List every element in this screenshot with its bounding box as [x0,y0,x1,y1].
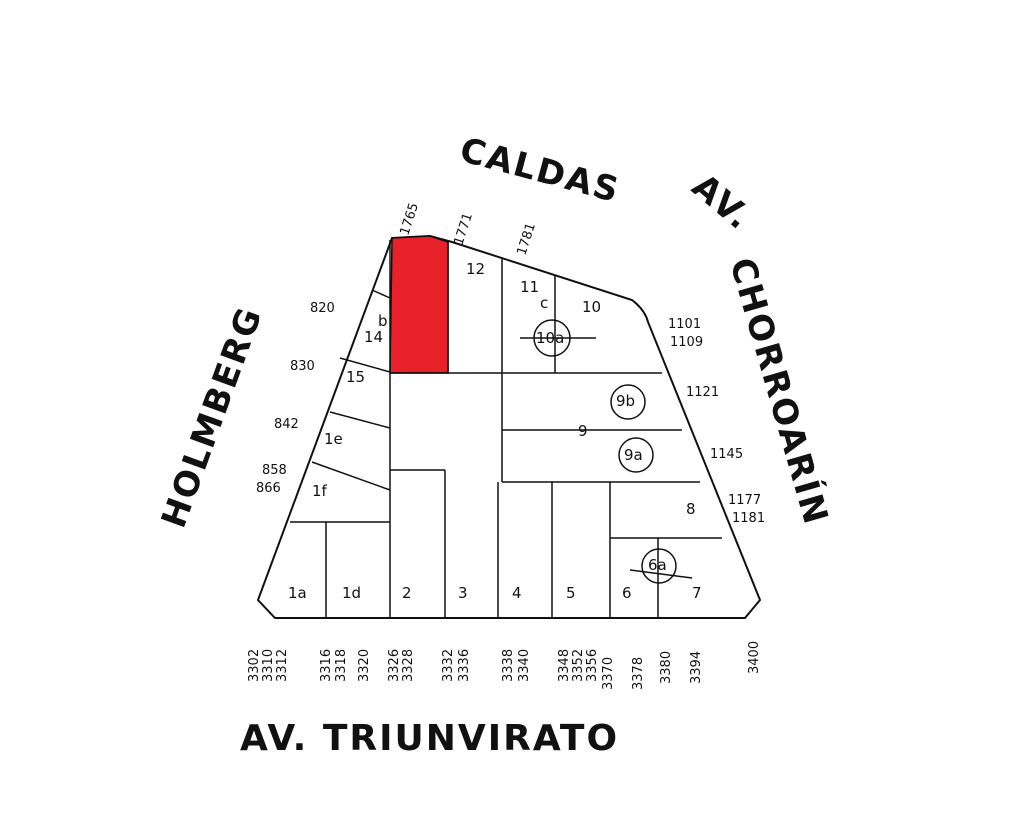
svg-text:3302: 3302 [247,649,262,682]
svg-text:5: 5 [566,584,576,602]
svg-text:3316: 3316 [319,649,334,682]
subdivision-circle-9b [610,384,646,420]
svg-text:11: 11 [520,278,539,296]
svg-text:7: 7 [692,584,702,602]
highlighted-parcel[interactable] [389,235,449,374]
svg-text:b: b [378,312,388,330]
svg-text:8: 8 [686,500,696,518]
svg-text:1109: 1109 [670,335,703,350]
svg-text:858: 858 [262,463,287,478]
subdivision-circle-9a [618,437,654,473]
svg-text:3352: 3352 [571,649,586,682]
street-chorroarin: CHORROARÍN [721,253,837,530]
svg-text:1145: 1145 [710,447,743,462]
svg-text:1177: 1177 [728,493,761,508]
svg-text:3: 3 [458,584,468,602]
street-caldas: CALDAS [456,130,625,211]
subdivision-circle-6a [641,548,677,584]
svg-text:3312: 3312 [275,649,290,682]
svg-text:3320: 3320 [357,649,372,682]
left-address-numbers: 820 830 842 858 866 [256,301,335,496]
svg-text:1781: 1781 [515,221,539,257]
street-av-triunvirato: AV. TRIUNVIRATO [240,718,619,759]
svg-text:3326: 3326 [387,649,402,682]
svg-text:3378: 3378 [631,657,646,690]
svg-text:3394: 3394 [689,651,704,684]
svg-text:2: 2 [402,584,412,602]
svg-text:1771: 1771 [452,211,476,247]
svg-text:10: 10 [582,298,601,316]
svg-text:1181: 1181 [732,511,765,526]
svg-text:820: 820 [310,301,335,316]
svg-text:3328: 3328 [401,649,416,682]
block-outline [256,234,762,619]
svg-text:9b: 9b [616,392,635,410]
svg-text:3336: 3336 [457,649,472,682]
bottom-address-numbers: 3302 3310 3312 3316 3318 3320 3326 3328 … [247,641,762,690]
svg-text:6a: 6a [648,556,667,574]
svg-text:1f: 1f [312,482,328,500]
svg-text:3370: 3370 [601,657,616,690]
svg-text:1101: 1101 [668,317,701,332]
svg-text:1d: 1d [342,584,361,602]
street-holmberg: HOLMBERG [154,301,271,533]
svg-text:6: 6 [622,584,632,602]
svg-text:3380: 3380 [659,651,674,684]
svg-text:1a: 1a [288,584,307,602]
svg-text:14: 14 [364,328,383,346]
svg-text:9a: 9a [624,446,643,464]
svg-text:830: 830 [290,359,315,374]
svg-text:12: 12 [466,260,485,278]
svg-text:15: 15 [346,368,365,386]
svg-text:3348: 3348 [557,649,572,682]
svg-text:3338: 3338 [501,649,516,682]
svg-text:3310: 3310 [261,649,276,682]
svg-text:4: 4 [512,584,522,602]
street-chorroarin-av: AV. [684,166,759,238]
svg-text:3356: 3356 [585,649,600,682]
svg-text:866: 866 [256,481,281,496]
svg-text:c: c [540,294,548,312]
svg-text:3332: 3332 [441,649,456,682]
svg-text:3318: 3318 [334,649,349,682]
right-address-numbers: 1101 1109 1121 1145 1177 1181 [668,317,765,526]
lot-lines [290,240,722,618]
svg-text:3340: 3340 [517,649,532,682]
svg-text:9: 9 [578,422,588,440]
svg-text:1765: 1765 [398,201,422,237]
svg-text:1121: 1121 [686,385,719,400]
svg-text:3400: 3400 [747,641,762,674]
svg-text:1e: 1e [324,430,343,448]
svg-text:10a: 10a [536,329,564,347]
svg-text:842: 842 [274,417,299,432]
lot-labels: 1a 1d 2 3 4 5 6 6a 7 8 9 9a 9b 10 10a 11… [288,260,702,602]
